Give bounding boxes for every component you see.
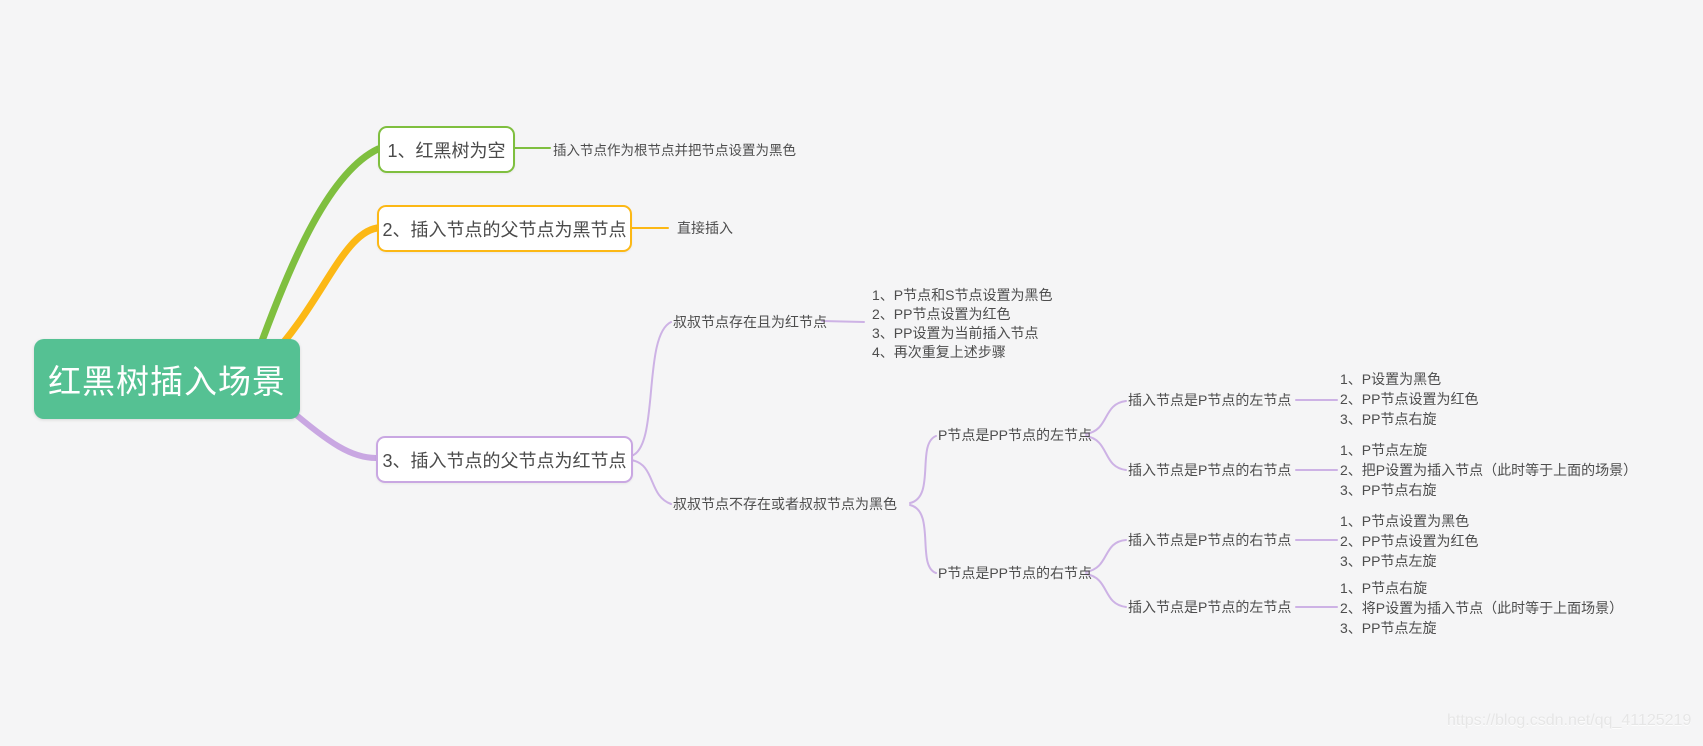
node-p-is-right-child[interactable]: P节点是PP节点的右节点 (938, 565, 1093, 581)
steps-list-lr: 1、P节点左旋 2、把P设置为插入节点（此时等于上面的场景） 3、PP节点右旋 (1340, 440, 1637, 500)
connector-branch3-uncle-red (630, 321, 672, 457)
node-insert-right-of-p-left[interactable]: 插入节点是P节点的右节点 (1128, 462, 1292, 478)
step-item[interactable]: 3、PP节点右旋 (1340, 411, 1437, 427)
node-uncle-black-or-missing[interactable]: 叔叔节点不存在或者叔叔节点为黑色 (673, 496, 897, 512)
connector-p-left-ins-lr (1085, 435, 1127, 471)
connector-root-branch3 (285, 405, 379, 461)
branch-node-2[interactable]: 2、插入节点的父节点为黑节点 (377, 205, 632, 252)
connector-uncle-red-steps (821, 320, 865, 323)
root-node[interactable]: 红黑树插入场景 (34, 339, 300, 419)
leaf-node-direct-insert[interactable]: 直接插入 (677, 220, 733, 236)
connector-branch3-uncle-black (630, 459, 672, 505)
step-item[interactable]: 3、PP设置为当前插入节点 (872, 325, 1039, 341)
step-item[interactable]: 2、把P设置为插入节点（此时等于上面的场景） (1340, 462, 1638, 478)
branch-node-1[interactable]: 1、红黑树为空 (378, 126, 515, 173)
node-insert-right-of-p-right[interactable]: 插入节点是P节点的右节点 (1128, 532, 1292, 548)
step-item[interactable]: 1、P节点设置为黑色 (1340, 513, 1470, 529)
watermark: https://blog.csdn.net/qq_41125219 (1447, 712, 1692, 729)
connector-p-left-ins-ll (1085, 400, 1127, 435)
step-item[interactable]: 3、PP节点左旋 (1340, 553, 1437, 569)
step-item[interactable]: 1、P节点和S节点设置为黑色 (872, 287, 1053, 303)
connector-uncle-black-p-left (909, 435, 937, 504)
branch-node-3[interactable]: 3、插入节点的父节点为红节点 (376, 436, 633, 483)
steps-list-rl: 1、P节点右旋 2、将P设置为插入节点（此时等于上面场景） 3、PP节点左旋 (1340, 578, 1623, 638)
leaf-node-insert-as-root[interactable]: 插入节点作为根节点并把节点设置为黑色 (553, 143, 796, 158)
step-item[interactable]: 3、PP节点右旋 (1340, 482, 1437, 498)
step-item[interactable]: 2、PP节点设置为红色 (872, 306, 1011, 322)
connector-p-right-ins-rr (1085, 539, 1127, 573)
node-insert-left-of-p-left[interactable]: 插入节点是P节点的左节点 (1128, 392, 1292, 408)
step-item[interactable]: 3、PP节点左旋 (1340, 620, 1437, 636)
steps-list-rr: 1、P节点设置为黑色 2、PP节点设置为红色 3、PP节点左旋 (1340, 511, 1478, 571)
connector-p-right-ins-rl (1085, 573, 1127, 608)
connector-root-branch1 (254, 145, 382, 356)
step-item[interactable]: 2、将P设置为插入节点（此时等于上面场景） (1340, 600, 1624, 616)
step-item[interactable]: 4、再次重复上述步骤 (872, 344, 1006, 360)
step-item[interactable]: 2、PP节点设置为红色 (1340, 391, 1479, 407)
node-insert-left-of-p-right[interactable]: 插入节点是P节点的左节点 (1128, 599, 1292, 615)
connector-uncle-black-p-right (909, 504, 937, 574)
step-item[interactable]: 1、P节点左旋 (1340, 442, 1428, 458)
steps-list-ll: 1、P设置为黑色 2、PP节点设置为红色 3、PP节点右旋 (1340, 369, 1478, 429)
node-uncle-red[interactable]: 叔叔节点存在且为红节点 (673, 314, 827, 330)
step-item[interactable]: 1、P节点右旋 (1340, 580, 1428, 596)
node-p-is-left-child[interactable]: P节点是PP节点的左节点 (938, 427, 1093, 443)
step-item[interactable]: 2、PP节点设置为红色 (1340, 533, 1479, 549)
steps-list-uncle-red: 1、P节点和S节点设置为黑色 2、PP节点设置为红色 3、PP设置为当前插入节点… (872, 286, 1052, 362)
step-item[interactable]: 1、P设置为黑色 (1340, 371, 1442, 387)
